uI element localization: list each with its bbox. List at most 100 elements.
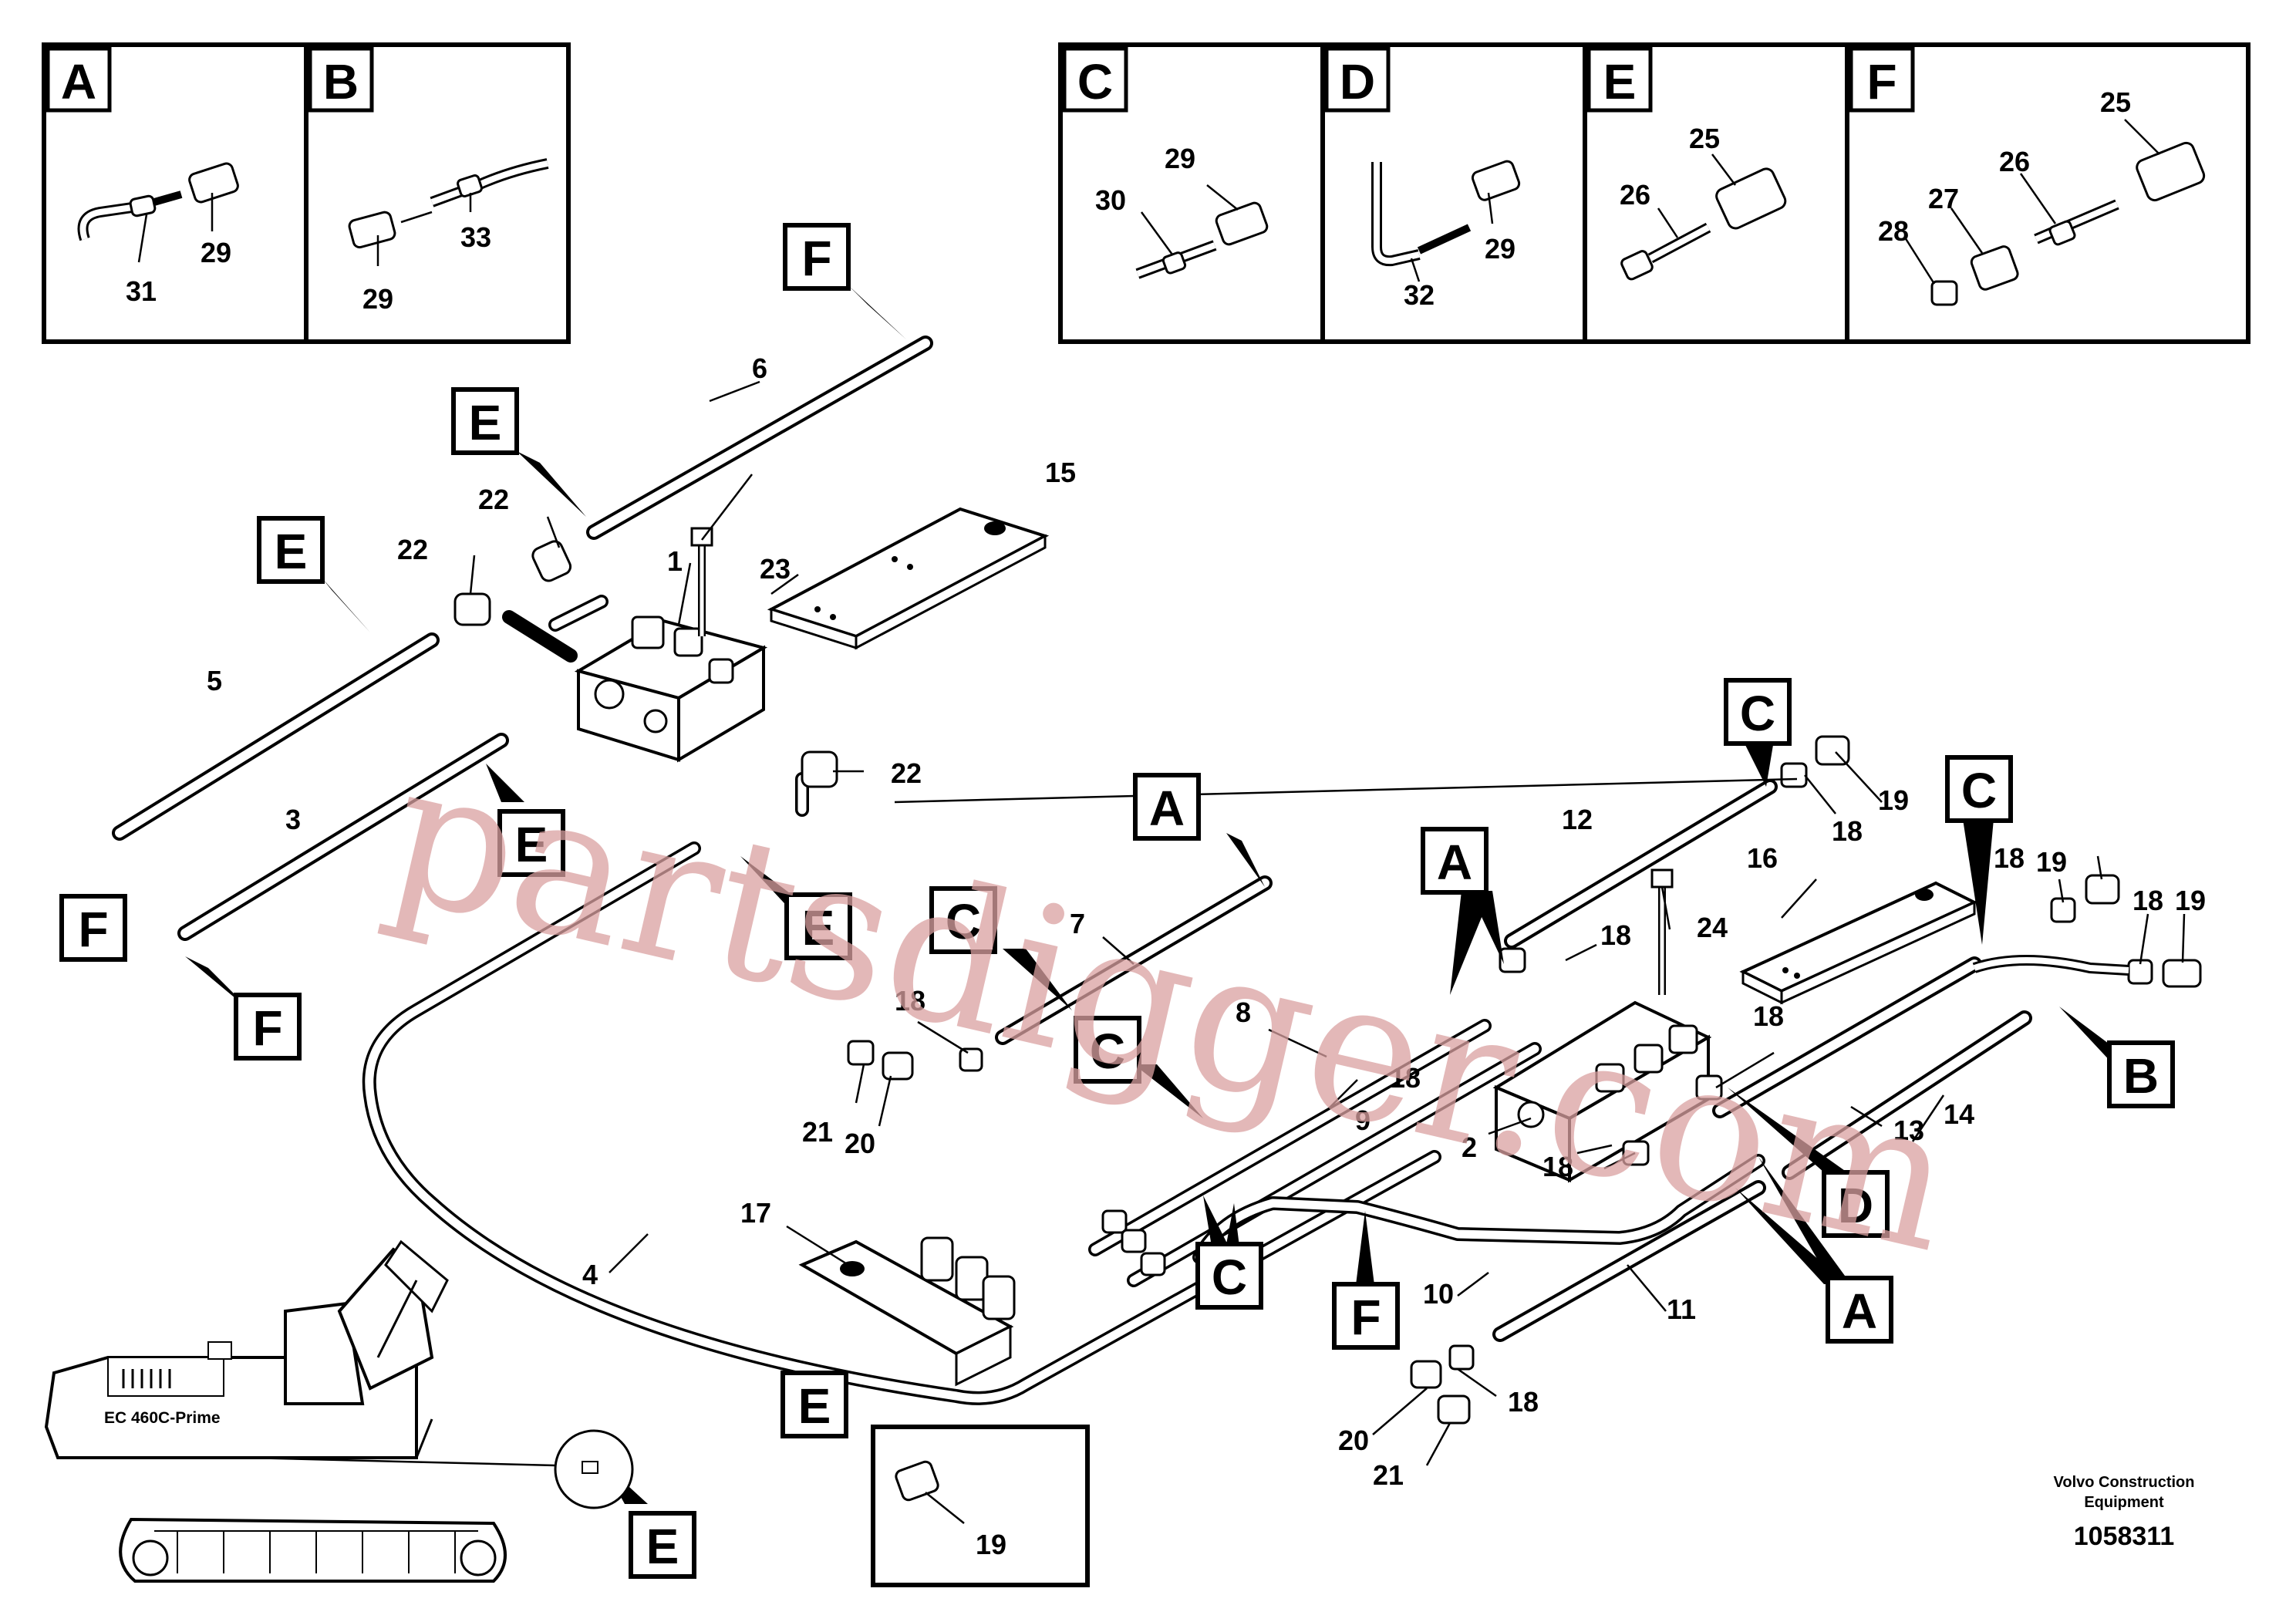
- part-number: 26: [1620, 179, 1650, 211]
- callout-22: 22: [891, 757, 922, 789]
- tag-c: C: [1212, 1249, 1247, 1305]
- footer: Volvo Construction Equipment 1058311: [2054, 1474, 2195, 1551]
- part-number: 28: [1878, 215, 1909, 247]
- tag-e: E: [275, 524, 308, 579]
- detail-box-letter: D: [1340, 54, 1375, 110]
- callout-1: 1: [667, 545, 683, 577]
- detail-box-letter: B: [323, 54, 359, 110]
- tag-f: F: [801, 231, 831, 286]
- callout-18: 18: [2132, 885, 2163, 916]
- detail-box-d: D 32 29: [1320, 42, 1587, 344]
- tag-e: E: [515, 817, 548, 872]
- tag-e: E: [798, 1378, 831, 1434]
- callout-7: 7: [1070, 908, 1085, 939]
- callout-4: 4: [582, 1259, 598, 1290]
- tag-e: E: [646, 1519, 679, 1574]
- tag-a: A: [1149, 781, 1185, 836]
- callout-19: 19: [2175, 885, 2206, 916]
- part-number: 27: [1928, 183, 1959, 214]
- callout-20: 20: [1338, 1425, 1369, 1456]
- tag-f: F: [252, 1000, 282, 1056]
- part-number: 31: [126, 275, 157, 307]
- leader-lines: [469, 380, 2186, 1466]
- part-number: 30: [1095, 184, 1126, 216]
- detail-box-letter: F: [1866, 54, 1896, 110]
- callout-22: 22: [397, 534, 428, 565]
- callout-6: 6: [752, 352, 767, 384]
- part-number: 26: [1999, 146, 2030, 177]
- callout-3: 3: [285, 804, 301, 835]
- callout-2: 2: [1462, 1131, 1477, 1163]
- callout-19: 19: [2036, 846, 2067, 878]
- excavator-illustration: EC 460C-Prime: [44, 1239, 634, 1583]
- callout-18: 18: [1994, 842, 2025, 874]
- valve-block-2: [1492, 868, 1712, 1183]
- bracket-17: [798, 1236, 1016, 1387]
- callout-18: 18: [1390, 1062, 1421, 1094]
- company-line-1: Volvo Construction: [2054, 1474, 2195, 1491]
- detail-box-letter: A: [61, 54, 96, 110]
- part-number: 25: [2100, 86, 2131, 118]
- callout-13: 13: [1893, 1114, 1924, 1146]
- part-number: 19: [976, 1529, 1006, 1560]
- callout-20: 20: [845, 1128, 875, 1159]
- plate-15: [767, 507, 1050, 650]
- callout-19: 19: [1878, 784, 1909, 816]
- callout-10: 10: [1423, 1278, 1454, 1310]
- callout-5: 5: [207, 665, 222, 696]
- callout-23: 23: [760, 553, 791, 585]
- tag-c: C: [1961, 763, 1997, 818]
- callout-18: 18: [895, 985, 925, 1017]
- detail-box-f: F 28 27 26 25: [1845, 42, 2250, 344]
- inset-box-19: 19: [871, 1425, 1090, 1587]
- callout-18: 18: [1600, 919, 1631, 951]
- hoses: [112, 336, 2032, 1342]
- tag-c: C: [1090, 1023, 1125, 1079]
- tag-a: A: [1437, 835, 1472, 890]
- part-number: 32: [1404, 279, 1435, 311]
- callout-17: 17: [740, 1197, 771, 1229]
- callout-18: 18: [1753, 1000, 1784, 1032]
- detail-box-letter: C: [1077, 54, 1113, 110]
- callout-18: 18: [1508, 1386, 1539, 1418]
- part-number: 29: [362, 283, 393, 315]
- company-line-2: Equipment: [2084, 1494, 2164, 1511]
- tag-a: A: [1842, 1283, 1877, 1339]
- callout-22: 22: [478, 484, 509, 515]
- part-number: 29: [201, 237, 231, 268]
- machine-label: EC 460C-Prime: [104, 1409, 221, 1427]
- callout-15: 15: [1045, 457, 1076, 488]
- detail-box-a: A 31 29: [42, 42, 308, 344]
- callout-11: 11: [1667, 1293, 1696, 1325]
- pipes: [362, 595, 1765, 1405]
- callout-14: 14: [1944, 1098, 1974, 1130]
- detail-box-letter: E: [1603, 54, 1637, 110]
- document-number: 1058311: [2074, 1522, 2175, 1551]
- callout-18: 18: [1542, 1151, 1573, 1182]
- tag-c: C: [946, 894, 981, 949]
- tag-e: E: [469, 395, 502, 450]
- callout-18: 18: [1832, 815, 1863, 847]
- tag-b: B: [2123, 1048, 2159, 1104]
- callout-9: 9: [1355, 1104, 1371, 1136]
- part-number: 29: [1165, 143, 1195, 174]
- callout-16: 16: [1747, 842, 1778, 874]
- tag-e: E: [802, 900, 835, 956]
- callout-12: 12: [1562, 804, 1593, 835]
- part-number: 25: [1689, 123, 1720, 154]
- callout-24: 24: [1697, 912, 1728, 943]
- detail-box-c: C 30 29: [1058, 42, 1325, 344]
- part-number: 29: [1485, 233, 1515, 265]
- tag-f: F: [1350, 1290, 1381, 1345]
- tag-f: F: [78, 902, 108, 957]
- plate-16: [1739, 881, 1978, 1005]
- valve-block-1: [453, 527, 838, 788]
- part-number: 33: [460, 221, 491, 253]
- callout-8: 8: [1236, 996, 1251, 1028]
- tag-d: D: [1838, 1178, 1873, 1233]
- detail-box-b: B 29 33: [304, 42, 571, 344]
- callout-21: 21: [802, 1116, 833, 1148]
- detail-box-e: E 26 25: [1583, 42, 1849, 344]
- callout-numbers: 6 15 22 22 22 1 23 5 3 12 19 18 16 18 19…: [207, 352, 2206, 1491]
